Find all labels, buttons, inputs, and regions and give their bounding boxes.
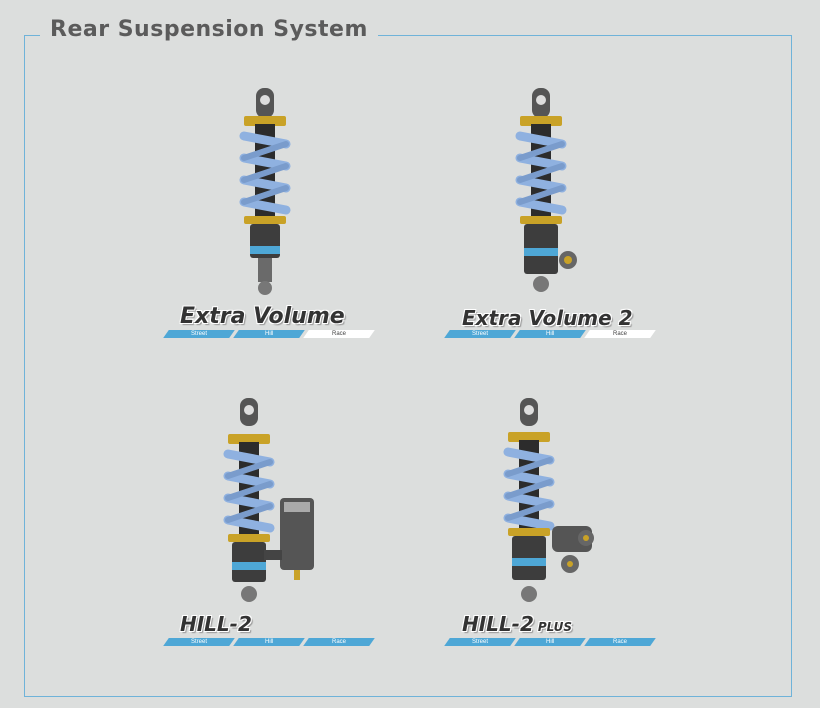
rating-race: Race	[584, 638, 656, 646]
shock-absorber-image	[223, 398, 314, 602]
rating-hill: Hill	[233, 638, 305, 646]
shock-absorber-image	[239, 88, 291, 295]
product-name: Extra Volume 2	[462, 306, 633, 330]
rating-street: Street	[163, 638, 235, 646]
product-name-plus: PLUS	[537, 620, 573, 634]
product-name: Extra Volume	[180, 304, 345, 329]
rating-hill: Hill	[233, 330, 305, 338]
usage-rating-bar: Street Hill Race	[163, 330, 375, 338]
usage-rating-bar: Street Hill Race	[163, 638, 375, 646]
rating-street: Street	[444, 330, 516, 338]
usage-rating-bar: Street Hill Race	[444, 330, 656, 338]
rating-race: Race	[303, 638, 375, 646]
rating-race: Race	[303, 330, 375, 338]
shock-absorber-image	[515, 88, 577, 292]
shock-absorber-image	[503, 398, 594, 602]
rating-hill: Hill	[514, 638, 586, 646]
rating-street: Street	[163, 330, 235, 338]
product-name: HILL-2	[180, 612, 252, 636]
rating-race: Race	[584, 330, 656, 338]
section-frame	[24, 35, 792, 697]
section-title: Rear Suspension System	[40, 17, 378, 42]
rating-street: Street	[444, 638, 516, 646]
usage-rating-bar: Street Hill Race	[444, 638, 656, 646]
rating-hill: Hill	[514, 330, 586, 338]
